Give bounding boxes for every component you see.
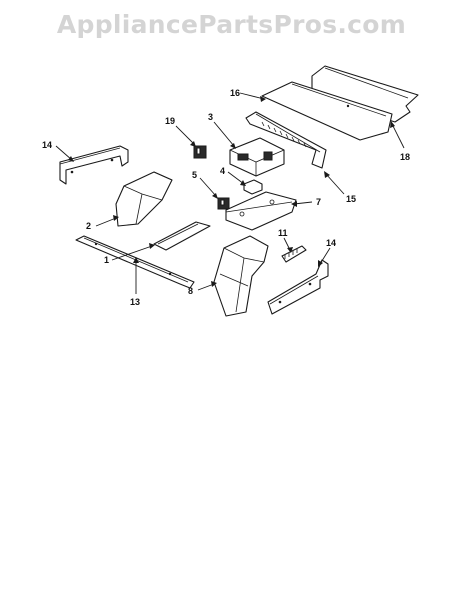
callout-19: 19 bbox=[165, 116, 175, 126]
part-19-switch[interactable] bbox=[193, 145, 207, 159]
watermark-text: AppliancePartsPros.com bbox=[56, 10, 407, 39]
part-14-right-bracket[interactable] bbox=[267, 259, 329, 315]
part-11-terminal-block[interactable] bbox=[281, 245, 307, 263]
callout-11: 11 bbox=[278, 228, 288, 238]
callout-4: 4 bbox=[220, 166, 225, 176]
part-4-connector[interactable] bbox=[243, 179, 263, 195]
callout-14-left: 14 bbox=[42, 140, 52, 150]
callout-5: 5 bbox=[192, 170, 197, 180]
part-2-duct[interactable] bbox=[115, 171, 173, 227]
part-14-left-bracket[interactable] bbox=[59, 145, 129, 185]
callout-7: 7 bbox=[316, 197, 321, 207]
callout-14-right: 14 bbox=[326, 238, 336, 248]
part-1-flat-strip[interactable] bbox=[153, 221, 211, 251]
callout-13: 13 bbox=[130, 297, 140, 307]
part-16-panel[interactable] bbox=[261, 81, 393, 141]
callout-15: 15 bbox=[346, 194, 356, 204]
leader-lines bbox=[55, 92, 405, 294]
part-5-switch[interactable] bbox=[217, 197, 230, 210]
callout-1: 1 bbox=[104, 255, 109, 265]
callout-2: 2 bbox=[86, 221, 91, 231]
part-8-duct-elbow[interactable] bbox=[213, 235, 269, 317]
part-3-control-box[interactable] bbox=[229, 137, 285, 177]
callout-8: 8 bbox=[188, 286, 193, 296]
part-15-vent-bracket[interactable] bbox=[245, 111, 327, 169]
callout-16: 16 bbox=[230, 88, 240, 98]
part-7-mounting-plate[interactable] bbox=[225, 191, 297, 231]
callout-18: 18 bbox=[400, 152, 410, 162]
callout-labels: 16 18 19 3 15 4 5 7 14 2 1 13 8 11 14 bbox=[42, 88, 410, 307]
callout-3: 3 bbox=[208, 112, 213, 122]
